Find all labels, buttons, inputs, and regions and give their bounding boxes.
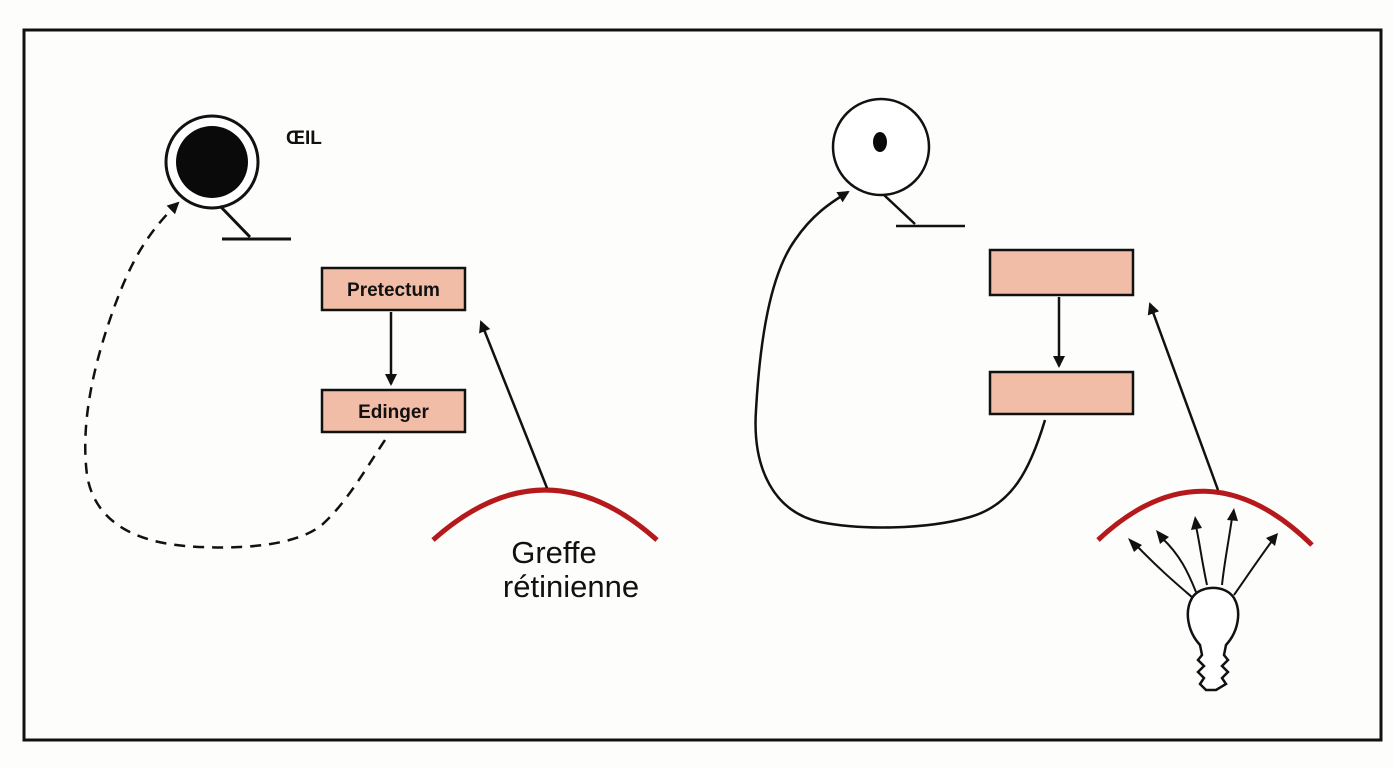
graft-label-line2: rétinienne bbox=[503, 569, 639, 604]
right-eye bbox=[831, 97, 965, 228]
figure-frame bbox=[22, 28, 1383, 742]
left-eye bbox=[164, 114, 291, 241]
right-eye-stalk bbox=[883, 194, 965, 228]
light-ray-arrowheads bbox=[1128, 508, 1278, 552]
left-retinal-graft-arc bbox=[431, 487, 659, 542]
right-upper-box bbox=[988, 248, 1135, 297]
left-eye-dilated-pupil bbox=[176, 126, 248, 198]
light-ray-5 bbox=[1233, 540, 1273, 596]
right-panel bbox=[754, 97, 1314, 692]
light-ray-3 bbox=[1195, 525, 1208, 586]
light-ray-1 bbox=[1135, 544, 1194, 599]
right-graft-to-upper-arrow bbox=[1147, 302, 1220, 491]
eye-label: ŒIL bbox=[286, 128, 322, 149]
ray-arrowhead-3 bbox=[1191, 516, 1202, 530]
ray-arrowhead-4 bbox=[1227, 508, 1238, 521]
edinger-box-rect bbox=[320, 388, 467, 434]
pretectum-box: Pretectum bbox=[320, 266, 467, 312]
left-dashed-efferent-path bbox=[84, 201, 387, 549]
edinger-label: Edinger bbox=[358, 402, 429, 423]
graft-label-line1: Greffe bbox=[511, 535, 597, 570]
light-ray-4 bbox=[1221, 517, 1233, 586]
ray-arrowhead-1 bbox=[1128, 538, 1142, 552]
ray-arrowhead-5 bbox=[1266, 533, 1278, 546]
right-solid-efferent-path bbox=[754, 190, 1047, 529]
graft-to-pretectum-arrow bbox=[479, 320, 549, 489]
light-ray-2 bbox=[1161, 537, 1197, 593]
right-retinal-graft-arc bbox=[1096, 488, 1314, 547]
ray-arrowhead-2 bbox=[1156, 530, 1169, 544]
light-bulb-icon bbox=[1186, 586, 1240, 692]
pretectum-box-rect bbox=[320, 266, 467, 312]
left-eye-stalk bbox=[218, 204, 291, 241]
right-lower-box bbox=[988, 370, 1135, 416]
edinger-box: Edinger bbox=[320, 388, 467, 434]
light-rays-icon bbox=[1135, 517, 1273, 599]
left-panel: ŒIL Pretectum Edinger Greffe rétinienne bbox=[84, 114, 659, 604]
pretectum-label: Pretectum bbox=[347, 280, 440, 301]
right-eye-constricted-pupil bbox=[873, 132, 887, 152]
